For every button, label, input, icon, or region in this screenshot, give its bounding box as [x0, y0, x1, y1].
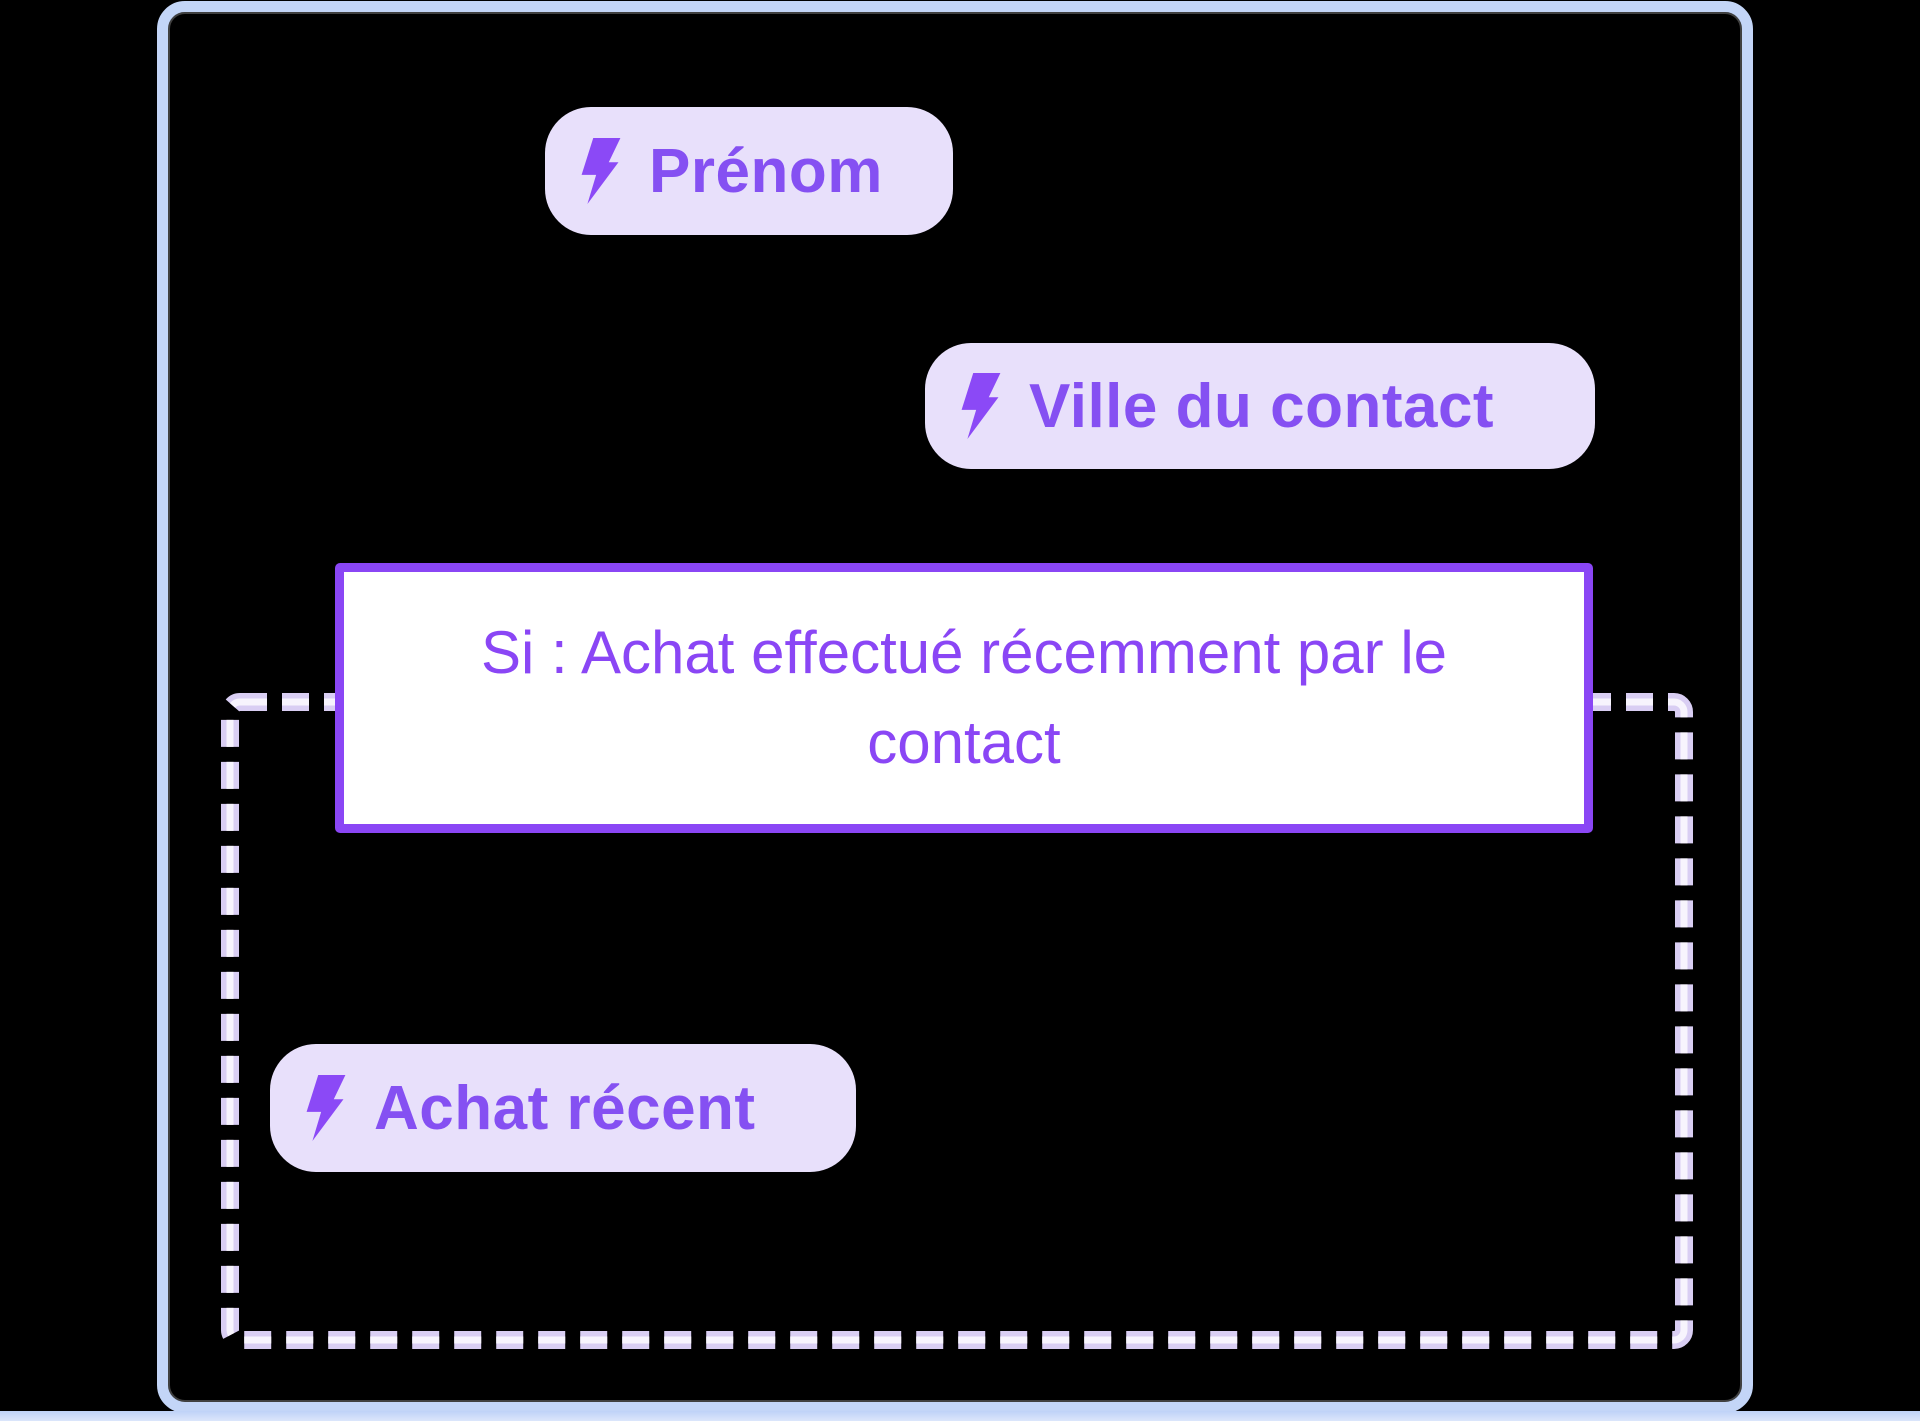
- token-ville-du-contact[interactable]: Ville du contact: [925, 343, 1595, 469]
- condition-box[interactable]: Si : Achat effectué récemment par le con…: [335, 563, 1593, 833]
- lightning-bolt-icon: [306, 1075, 346, 1141]
- token-prenom[interactable]: Prénom: [545, 107, 953, 235]
- token-label: Ville du contact: [1029, 371, 1495, 441]
- content-frame: [157, 1, 1753, 1413]
- bottom-panel-edge: [0, 1411, 1920, 1421]
- lightning-bolt-icon: [581, 138, 621, 204]
- token-label: Prénom: [649, 136, 883, 206]
- condition-label: Si : Achat effectué récemment par le con…: [480, 619, 1448, 776]
- token-label: Achat récent: [374, 1073, 756, 1143]
- lightning-bolt-icon: [961, 373, 1001, 439]
- token-achat-recent[interactable]: Achat récent: [270, 1044, 856, 1172]
